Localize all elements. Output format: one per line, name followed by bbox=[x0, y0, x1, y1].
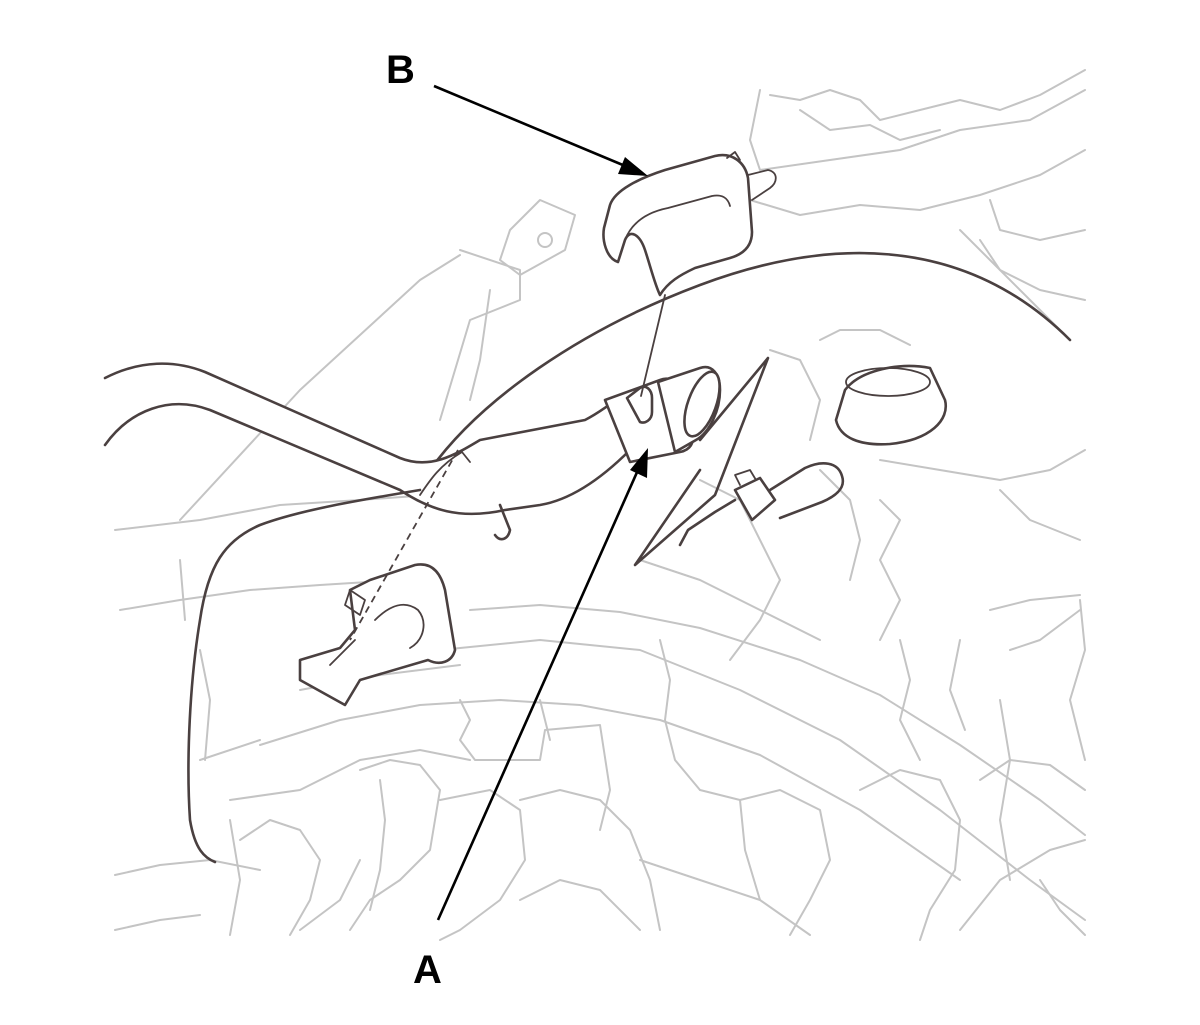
bracket-slot bbox=[374, 603, 425, 649]
undercover-edge bbox=[493, 503, 512, 541]
install-guide-dashed bbox=[349, 449, 459, 641]
clip-inner-curve bbox=[624, 194, 731, 241]
leader-line-a bbox=[436, 469, 640, 921]
engine-cover-curve bbox=[428, 251, 1072, 472]
electrical-connector bbox=[733, 476, 777, 522]
background-engine-bay bbox=[114, 69, 1086, 941]
leader-line-b bbox=[433, 84, 631, 170]
clip-side-tab bbox=[747, 169, 777, 201]
break-line bbox=[633, 356, 770, 567]
connector-wire bbox=[768, 462, 845, 520]
connector-tab bbox=[734, 469, 757, 486]
clip-guide-line bbox=[640, 294, 666, 397]
install-guide-lower bbox=[329, 639, 356, 666]
bracket-tab bbox=[344, 589, 366, 616]
clip-top-tab bbox=[726, 151, 741, 161]
callout-leaders bbox=[433, 84, 648, 921]
callout-label-a: A bbox=[413, 948, 442, 992]
hose-end-opening bbox=[683, 370, 721, 438]
arrowhead-b bbox=[618, 157, 648, 176]
hose bbox=[103, 362, 632, 516]
arrowhead-a bbox=[630, 448, 648, 478]
hose-bracket bbox=[298, 563, 457, 707]
callout-label-b: B bbox=[386, 48, 415, 92]
connector-stub bbox=[678, 498, 737, 547]
undercover-panel bbox=[187, 488, 422, 864]
install-guide-tip bbox=[419, 451, 471, 496]
reservoir-cap-top bbox=[845, 367, 931, 397]
